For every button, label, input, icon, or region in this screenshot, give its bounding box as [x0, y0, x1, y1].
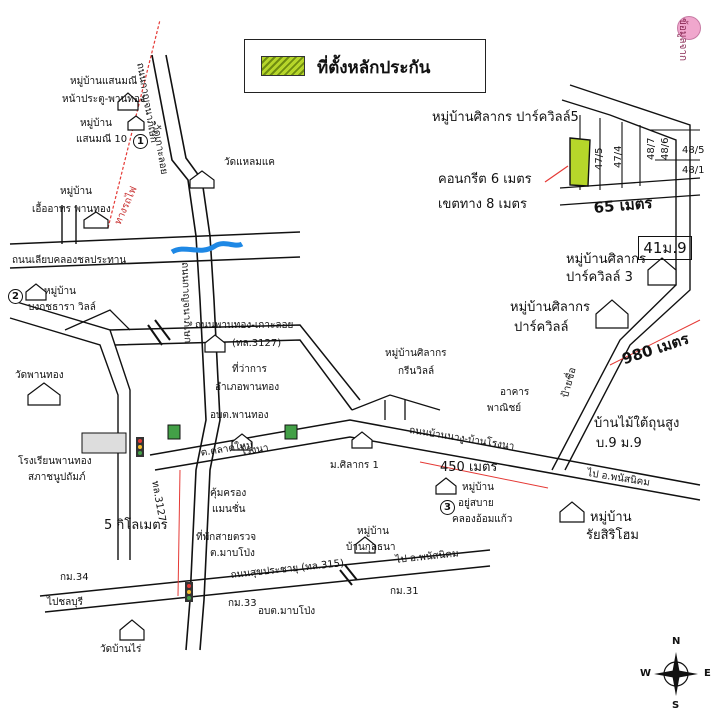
plot-48-6: 48/6 [660, 137, 671, 160]
place-uea-1: หมู่บ้าน [60, 186, 92, 197]
canal [170, 241, 244, 255]
store-icon-1 [167, 424, 181, 440]
place-wat-banrai: วัดบ้านไร่ [100, 644, 142, 655]
place-saenmanee-1: หมู่บ้านแสนมณี [70, 76, 138, 87]
place-green-1: หมู่บ้านศิลากร [385, 348, 447, 359]
compass-n: N [672, 636, 681, 647]
place-obt: อบต.พานทอง [210, 410, 269, 421]
row-label: เขตทาง 8 เมตร [438, 197, 527, 212]
place-bongkot-2: บงกชธารา วิลล์ [28, 302, 96, 313]
store-icon-2 [284, 424, 298, 440]
house-icons [25, 92, 677, 641]
marker-2: 2 [8, 289, 23, 304]
place-rasiri-1: หมู่บ้าน [590, 510, 632, 525]
place-saenmanee-2: หน้าประตู-พานทอง [62, 94, 145, 105]
plot-48-1: 48/1 [682, 165, 705, 176]
road-market [149, 419, 701, 486]
place-silakorn1: ม.ศิลากร 1 [330, 460, 379, 471]
km31-label: กม.31 [390, 586, 419, 597]
concrete-label: คอนกรีต 6 เมตร [438, 172, 532, 187]
place-rasiri-2: รัยสิริโฮม [586, 528, 640, 543]
place-park3-2: ปาร์ควิลล์ 3 [566, 270, 633, 285]
road-canal [9, 231, 301, 245]
km34-label: กม.34 [60, 572, 89, 583]
canal-road-label: ถนนเลียบคลองชลประทาน [12, 255, 127, 266]
plot-48-7: 48/7 [646, 137, 657, 160]
place-obt-maboeng: อบต.มาบโป่ง [258, 606, 316, 617]
place-wat-panthong: วัดพานทอง [15, 370, 64, 381]
compass-rose-icon [654, 652, 698, 696]
place-school-1: โรงเรียนพานทอง [18, 456, 92, 467]
road-kanchanaphisek [151, 54, 207, 651]
compass-e: E [704, 668, 711, 679]
tl3127-label-a: (ทล.3127) [232, 338, 282, 349]
to-chonburi-label: ไปชลบุรี [47, 597, 84, 608]
arrow-980 [609, 319, 701, 366]
road-panthong-koloi [109, 324, 361, 401]
house-number-badge: 41ม.9 [638, 236, 692, 260]
km33-label: กม.33 [228, 598, 257, 609]
collateral-plot [569, 137, 591, 187]
info-dot [677, 16, 701, 40]
compass-s: S [672, 700, 680, 711]
place-kunthana-2: บ้านกุลธนา [346, 542, 396, 553]
place-kunthana-1: หมู่บ้าน [357, 526, 389, 537]
place-kasem-1: หมู่บ้าน [462, 482, 494, 493]
plot-47-5: 47/5 [594, 147, 605, 170]
school-building [81, 432, 127, 454]
place-commercial-1: อาคาร [500, 387, 530, 398]
distance-450-label: 450 เมตร [440, 460, 498, 475]
place-commercial-2: พาณิชย์ [487, 403, 522, 414]
place-kumkrong-1: คุ้มครอง [210, 488, 247, 499]
place-park-1: หมู่บ้านศิลากร [510, 300, 590, 315]
road-980 [564, 84, 691, 471]
place-police-1: ที่พักสายตรวจ [196, 532, 257, 543]
place-kumkrong-2: แมนชั่น [212, 504, 246, 515]
legend-swatch [261, 56, 305, 76]
place-park-2: ปาร์ควิลล์ [514, 320, 569, 335]
place-kasem-2: อยู่สบาย [458, 498, 494, 509]
place-wat-haem: วัดแหลมแค [224, 157, 276, 168]
place-saenmanee10-2: แสนมณี 10 [76, 134, 128, 145]
marker-1: 1 [133, 134, 148, 149]
legend-box: ที่ตั้งหลักประกัน [244, 39, 486, 93]
compass-w: W [640, 668, 652, 679]
place-saenmanee10-1: หมู่บ้าน [80, 118, 112, 129]
place-district-1: ที่ว่าการ [232, 364, 267, 375]
place-park3-1: หมู่บ้านศิลากร [566, 252, 646, 267]
place-uea-2: เอื้ออาทร พานทอง [32, 204, 111, 215]
legend-label: ที่ตั้งหลักประกัน [317, 58, 431, 78]
plot-48-5: 48/5 [682, 145, 705, 156]
arrow-concrete [544, 165, 569, 183]
place-green-2: กรีนวิลล์ [398, 366, 435, 377]
panthong-koloi-label: ถนนพานทอง-เกาะลอย [195, 320, 294, 331]
corner-tab: ข้อมูลจาก [677, 18, 688, 62]
place-banmai-1: บ้านไม้ใต้ถุนสูง [594, 416, 680, 431]
place-park5: หมู่บ้านศิลากร ปาร์ควิลล์5 [432, 110, 579, 125]
road-sukhaprachayu [39, 549, 491, 597]
marker-3: 3 [440, 500, 455, 515]
place-police-2: ต.มาบโป่ง [210, 548, 255, 559]
arrow-5km [177, 469, 181, 597]
place-banmai-2: บ.9 ม.9 [596, 436, 642, 451]
place-district-2: อำเภอพานทอง [215, 382, 280, 393]
arrow-450 [419, 461, 549, 489]
distance-5km-label: 5 กิโลเมตร [104, 518, 168, 533]
place-bongkot-1: หมู่บ้าน [44, 286, 76, 297]
plot-47-4: 47/4 [613, 145, 624, 168]
place-school-2: สภาชนูปถัมภ์ [28, 472, 86, 483]
place-kasem-3: คลองอ้อมแก้ว [452, 514, 513, 525]
